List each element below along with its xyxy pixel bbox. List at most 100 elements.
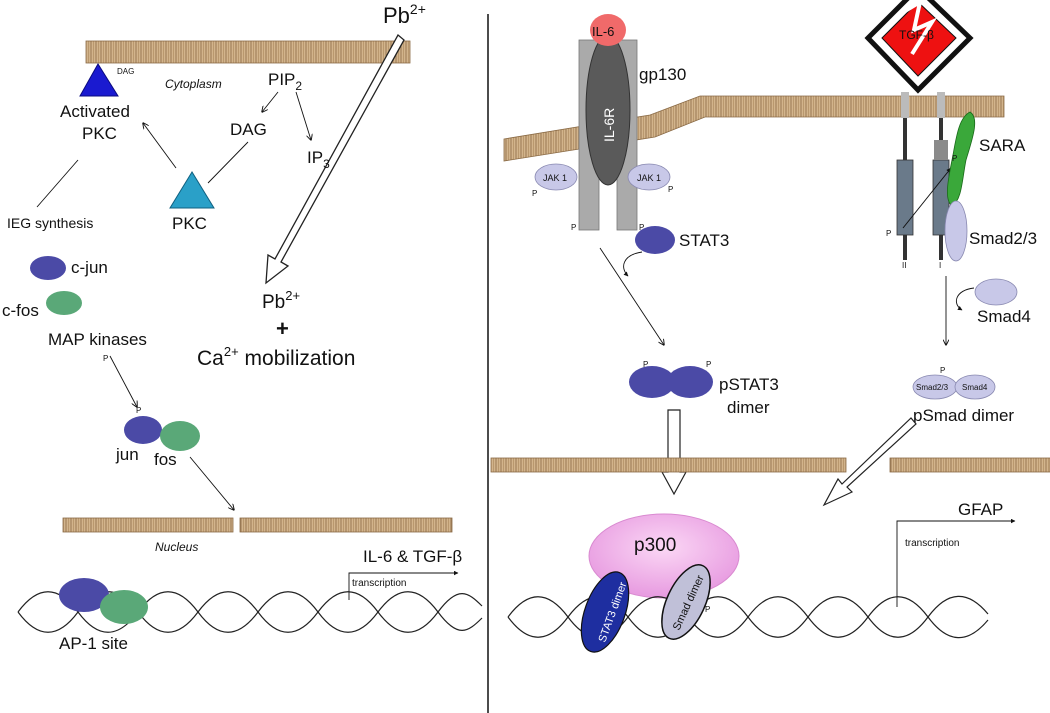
psmad-dimer-label: pSmad dimer (913, 406, 1014, 425)
plasma-membrane-right (503, 95, 1005, 162)
jak1-left-p: P (532, 189, 537, 198)
pb-ion-label-top: Pb2+ (383, 1, 426, 28)
tgf-receptor-i-gray (937, 92, 945, 118)
phosphorylation-arrow (902, 167, 952, 229)
nuclear-membrane-left-b (239, 517, 453, 533)
nuclear-membrane-left-a (62, 517, 234, 533)
fos-protein (160, 421, 200, 451)
stat3-curl-arrow (623, 251, 643, 277)
tgf-receptor-ii-kinase (896, 159, 914, 236)
tgf-receptor-i-gs (934, 140, 948, 160)
smad4-protein (974, 278, 1018, 306)
pstat3-p2: P (706, 360, 711, 369)
ap1-site-label: AP-1 site (59, 634, 128, 653)
dag-to-pkc-arrow (207, 141, 249, 184)
tgf-receptor-i-label: I (939, 261, 941, 270)
pkc-label: PKC (172, 214, 207, 233)
il6-label: IL-6 (592, 24, 614, 39)
pip2-to-dag-arrow (262, 91, 279, 112)
cytoplasm-label: Cytoplasm (165, 77, 222, 91)
nuclear-membrane-right-b (889, 457, 1050, 473)
activated-pkc-label-2: PKC (82, 124, 117, 143)
stat3-protein (635, 226, 675, 254)
c-fos-protein (46, 291, 82, 315)
smad23-label: Smad2/3 (969, 229, 1037, 248)
pb-ion-label-mid: Pb2+ (262, 288, 300, 313)
dag-label: DAG (230, 120, 267, 139)
pkc-to-activated-arrow (143, 123, 177, 169)
pkc-triangle (169, 171, 215, 209)
tgf-receptor-ii-label: II (902, 261, 906, 270)
phospho-label-jun: P (136, 406, 141, 415)
ieg-synthesis-label: IEG synthesis (7, 215, 93, 231)
pkc-to-ieg-arrow (36, 159, 79, 208)
map-to-jun-arrow (109, 355, 137, 407)
phospho-label-map: P (103, 354, 108, 363)
pstat3-p1: P (643, 360, 648, 369)
jak1-right-label: JAK 1 (637, 173, 661, 183)
smad-dimer-p: P (705, 605, 710, 614)
activated-pkc-label-1: Activated (60, 102, 130, 121)
dag-small-label: DAG (117, 67, 134, 76)
smad-dimer-on-dna (661, 564, 711, 640)
smad23-protein (944, 200, 968, 262)
gp130-label: gp130 (639, 65, 686, 84)
tgf-beta-label: TGF-β (899, 28, 934, 42)
smad4-label: Smad4 (977, 307, 1031, 326)
transcription-label-right: transcription (905, 538, 959, 549)
plasma-membrane-left (85, 40, 411, 64)
pstat3-monomer-2 (667, 366, 713, 398)
transcription-label-left: transcription (352, 578, 406, 589)
il6r-label: IL-6R (601, 108, 617, 142)
c-fos-label: c-fos (2, 301, 39, 320)
ip3-label: IP3 (307, 148, 330, 171)
transcription-arrow-left (348, 570, 459, 600)
p300-label: p300 (634, 535, 676, 556)
gp130-p-right: P (639, 223, 644, 232)
stat3-dimer-on-dna (580, 571, 630, 653)
dna-helix-right (507, 595, 989, 639)
tgf-receptor-ii-p: P (886, 229, 891, 238)
il6-ligand (590, 14, 626, 46)
jak1-right-p: P (668, 185, 673, 194)
pstat3-label-2: dimer (727, 398, 770, 417)
il6-tgf-label: IL-6 & TGF-β (363, 547, 462, 566)
stat3-to-dimer-arrow (599, 247, 664, 345)
gp130-p-left: P (571, 223, 576, 232)
sara-label: SARA (979, 136, 1026, 155)
nuclear-membrane-right-a (490, 457, 847, 473)
gfap-label: GFAP (958, 500, 1003, 519)
c-jun-label: c-jun (71, 258, 108, 277)
sara-p: P (952, 154, 957, 163)
nucleus-label: Nucleus (155, 540, 198, 554)
pstat3-label-1: pSTAT3 (719, 375, 779, 394)
fos-label: fos (154, 450, 177, 469)
psmad4-label: Smad4 (962, 383, 988, 392)
jun-fos-to-nucleus-arrow (189, 456, 234, 510)
smad4-curl-arrow (955, 287, 975, 311)
pip2-to-ip3-arrow (295, 91, 311, 140)
psmad23-label: Smad2/3 (916, 383, 949, 392)
activated-pkc-triangle (79, 63, 119, 97)
stat3-label: STAT3 (679, 231, 729, 250)
c-jun-protein (30, 256, 66, 280)
tgf-receptor-ii-gray (901, 92, 909, 118)
plus-sign: + (276, 316, 289, 341)
ca-mobilization-label: Ca2+ mobilization (197, 344, 355, 370)
ap1-fos (100, 590, 148, 624)
pip2-label: PIP2 (268, 70, 302, 93)
pstat3-nuclear-arrow (660, 409, 688, 496)
tgf-beta-ligand (864, 0, 974, 94)
ap1-jun (59, 578, 109, 612)
map-kinases-label: MAP kinases (48, 330, 147, 349)
jun-label: jun (115, 445, 139, 464)
jak1-right (627, 163, 671, 191)
transcription-arrow-right (896, 518, 1016, 607)
psmad-nuclear-arrow (822, 417, 917, 507)
pb-entry-arrow (265, 33, 405, 285)
psmad-p: P (940, 366, 945, 375)
jak1-left (534, 163, 578, 191)
jak1-left-label: JAK 1 (543, 173, 567, 183)
jun-protein (124, 416, 162, 444)
